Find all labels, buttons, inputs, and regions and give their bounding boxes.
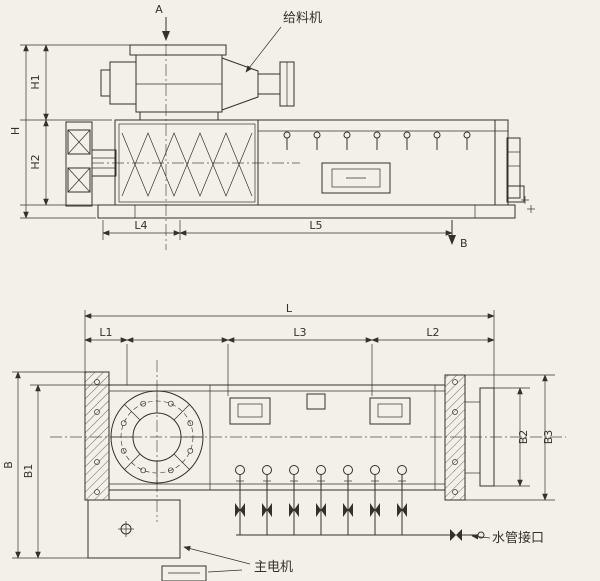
end-plate xyxy=(479,387,495,487)
access-hatch xyxy=(369,397,411,425)
bolt-icon xyxy=(283,131,291,150)
bolt-icon xyxy=(463,131,471,150)
dim-h2-label: H2 xyxy=(29,154,42,169)
screw-trough xyxy=(118,123,256,203)
water-nozzle xyxy=(316,465,326,535)
dim-width-group-left: B B1 xyxy=(2,371,109,559)
water-piping xyxy=(235,465,485,541)
machine-body-plan xyxy=(84,371,495,501)
feeder-cone xyxy=(221,57,259,111)
dim-b-label: B xyxy=(2,461,15,469)
main-motor-box xyxy=(87,499,207,581)
dim-length-group-side: L4 L5 B xyxy=(102,219,468,250)
dim-h-label: H xyxy=(9,127,22,135)
plan-view: L L1 L3 L2 xyxy=(2,302,566,581)
dim-width-group-right: B2 B3 xyxy=(465,374,555,501)
dim-height-group: H1 H H2 xyxy=(9,44,130,219)
valve-icon xyxy=(450,529,462,541)
nameplate-box xyxy=(161,565,207,581)
inspection-panel xyxy=(321,162,391,194)
bolt-icon xyxy=(373,131,381,150)
bolt-icon xyxy=(313,131,321,150)
auger-spiral xyxy=(121,132,253,197)
small-port xyxy=(306,393,326,410)
water-pipe-label: 水管接口 xyxy=(492,530,544,546)
bolt-icon xyxy=(403,131,411,150)
dim-l4-label: L4 xyxy=(134,219,147,232)
section-b-label: B xyxy=(460,237,468,250)
water-nozzle xyxy=(397,465,407,535)
bolt-icon xyxy=(343,131,351,150)
feeder-label: 给料机 xyxy=(283,11,322,26)
water-nozzle xyxy=(370,465,380,535)
water-nozzle xyxy=(235,465,245,535)
water-nozzle xyxy=(343,465,353,535)
access-hatch xyxy=(229,397,271,425)
top-bolts xyxy=(283,131,471,150)
dim-h1-label: H1 xyxy=(29,74,42,89)
feeder-callout: 给料机 xyxy=(245,11,322,73)
dim-l2-label: L2 xyxy=(426,326,439,339)
dim-b2-label: B2 xyxy=(517,430,530,445)
dim-l1-label: L1 xyxy=(99,326,112,339)
dim-b1-label: B1 xyxy=(22,464,35,479)
section-a-label: A xyxy=(155,3,163,16)
side-view: A 给料机 xyxy=(9,3,535,250)
dim-l3-label: L3 xyxy=(293,326,306,339)
dim-b3-label: B3 xyxy=(542,430,555,445)
water-pipe-callout: 水管接口 xyxy=(471,530,544,546)
right-flange-plate xyxy=(444,374,466,501)
bolt-icon xyxy=(433,131,441,150)
water-nozzle xyxy=(262,465,272,535)
end-guard xyxy=(506,137,521,199)
main-motor-callout: 主电机 xyxy=(183,545,293,575)
feeder-assembly xyxy=(100,44,295,120)
inlet-flange-circle xyxy=(110,390,204,484)
dim-l-label: L xyxy=(286,302,293,315)
left-flange-plate xyxy=(84,371,110,501)
drive-assembly xyxy=(65,121,117,207)
feeder-leader-line xyxy=(245,26,282,73)
side-centerlines xyxy=(92,44,300,250)
base-frame xyxy=(97,204,516,219)
water-nozzle xyxy=(289,465,299,535)
motor-leader-line xyxy=(183,545,251,565)
main-motor-label: 主电机 xyxy=(254,560,293,575)
water-leader-line xyxy=(471,533,491,540)
dim-l5-label: L5 xyxy=(309,219,322,232)
section-a-marker: A xyxy=(155,3,170,41)
